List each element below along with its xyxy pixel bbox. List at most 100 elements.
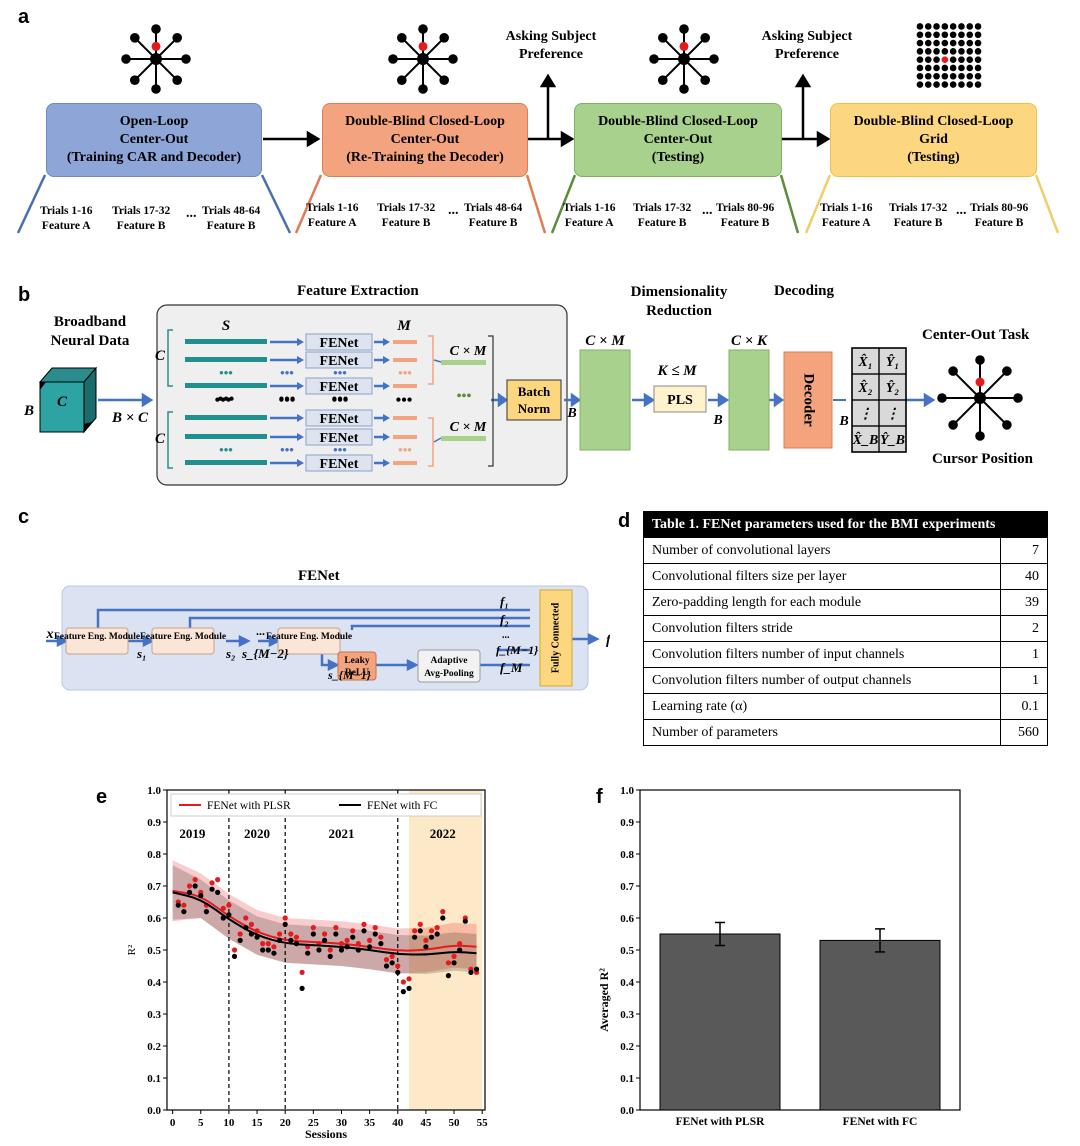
cxm-label-2: C × M [450,420,487,435]
decoder-label: Decoder [801,373,817,427]
grid-target [958,81,965,88]
f-output-label: f [606,633,610,648]
data-point [440,909,446,915]
panel-letter-b: b [18,284,31,306]
row-dots: ••• [398,442,412,457]
bxc-label: B × C [111,410,149,426]
data-point [293,934,300,940]
data-point [321,937,328,943]
peripheral-target [439,75,449,85]
x-tick-label: 50 [449,1117,461,1129]
data-point [400,989,406,995]
data-point [310,925,316,931]
grid-target [949,39,957,47]
grid-target [974,39,982,47]
data-point [220,905,226,911]
output-grid-label: Ŷ₂ [886,379,900,396]
sM2-label: s_{M−2} [241,646,289,661]
adaptive-label: Adaptive [431,656,468,666]
data-point [445,960,452,966]
grid-target [941,31,949,39]
x-tick-label: 10 [223,1117,235,1129]
data-point [428,928,435,934]
peripheral-target [1002,366,1012,376]
grid-target [966,31,974,39]
y-tick-label: 0.1 [147,1073,161,1085]
legend-label: FENet with FC [367,800,438,812]
grid-target [924,56,932,63]
dimensionality-title: Dimensionality Reduction [618,283,740,321]
feature-bar [393,461,417,465]
data-point [198,893,204,899]
y-tick-label: 0.5 [620,945,634,957]
data-point [361,928,367,934]
data-point [372,925,378,931]
data-point [181,909,187,915]
output-grid-label: ⋮ [859,407,873,422]
module-ellipsis: ... [256,624,265,638]
y-tick-label: 0.4 [620,977,634,989]
y-tick-label: 0.6 [147,913,161,925]
panel-letter-a: a [18,6,30,28]
f2-label: f₂ [500,612,509,627]
data-point [440,915,446,921]
group-dots: ••• [218,391,235,408]
param-value: 7 [1000,537,1048,564]
grid-target [924,48,932,55]
fit-line [172,891,477,956]
trial-ellipsis: ... [186,206,197,221]
data-point [282,915,288,921]
fenet-rows: ••••••••••••FENetFENet••••••••••••FENetF… [185,333,417,472]
leaky-label: Leaky [344,656,370,666]
adaptive-pooling-box [417,649,481,683]
grid-target-icon [916,23,982,88]
panel-a-graphics [16,23,1060,234]
param-value: 1 [1000,641,1048,668]
row-dots: ••• [215,392,232,409]
peripheral-target [700,33,710,43]
grid-target [974,56,982,63]
data-point [237,937,243,943]
x-tick-label: 30 [336,1117,348,1129]
data-point [271,944,277,950]
fM-label: f_M [500,660,523,675]
data-point [209,886,215,892]
param-value: 40 [1000,563,1048,590]
x-input-label: x [46,627,54,642]
param-label: Number of convolutional layers [643,537,1001,564]
data-point [203,909,209,915]
spoke [952,397,981,426]
decoder-box [783,351,833,449]
cxk-block [728,349,770,451]
data-point [434,925,440,931]
cxm-block-label: C × M [585,333,625,349]
feature-bar [393,435,417,439]
y-tick-label: 0.3 [620,1009,634,1021]
signal-bar [185,383,267,388]
x-tick-label: 5 [198,1117,204,1129]
cxm-block [579,349,631,451]
grid-target [916,48,924,55]
grid-target [916,31,924,39]
row-dots: ••• [279,392,296,409]
grid-target [949,72,957,80]
cursor-dot [975,377,985,387]
data-point [181,902,187,908]
batch-norm-box [506,379,562,421]
data-point [406,985,412,991]
broadband-line-2: Neural Data [50,333,130,349]
y-tick-label: 0.2 [147,1041,161,1053]
grid-target [933,31,940,39]
center-out-icon-1 [121,24,191,94]
year-label: 2021 [328,826,354,841]
grid-target [966,72,974,80]
center-target [417,53,429,65]
data-point [378,934,384,940]
k-le-m-label: K ≤ M [656,363,697,379]
